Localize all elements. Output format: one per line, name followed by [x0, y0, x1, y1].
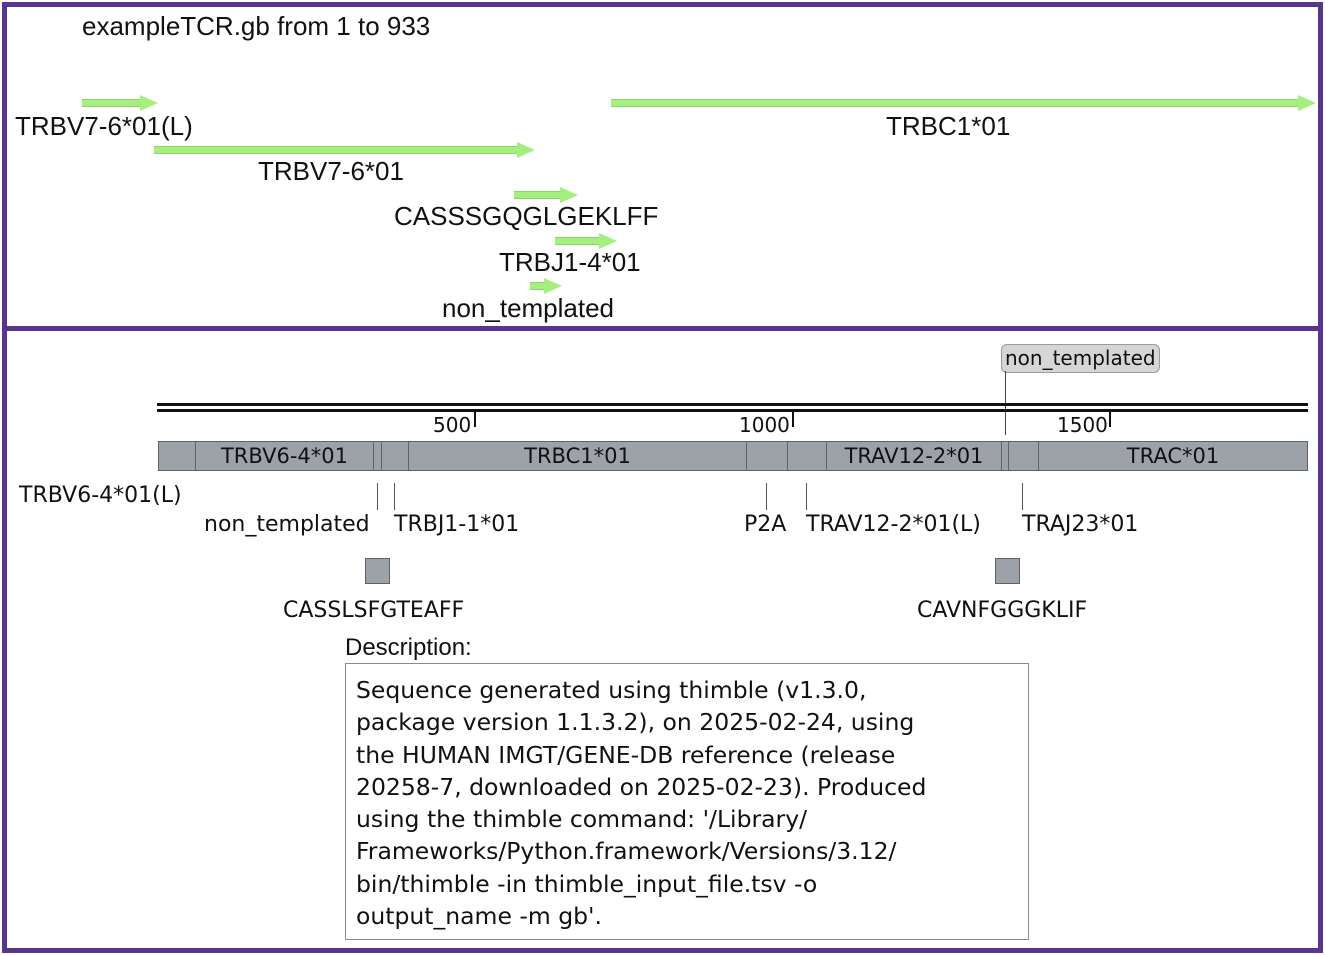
feature-label: TRBV7-6*01	[258, 156, 404, 186]
feature-label: non_templated	[442, 293, 615, 323]
feature-arrow-trbc1[interactable]	[611, 95, 1316, 111]
label-leader-line	[766, 483, 767, 510]
label-leader-line	[377, 483, 378, 510]
feature-segment-trbv6-4[interactable]: TRBV6-4*01	[195, 441, 374, 471]
label-leader-line	[394, 483, 395, 510]
feature-label: TRAJ23*01	[1022, 512, 1139, 537]
ruler-tick	[1109, 412, 1111, 427]
ruler-line-bottom	[157, 409, 1308, 412]
feature-arrow-trbj1-4[interactable]	[555, 233, 617, 249]
feature-arrow-cdr3[interactable]	[514, 187, 578, 203]
feature-arrow-non-templated[interactable]	[530, 278, 562, 294]
feature-label: TRBJ1-1*01	[394, 512, 520, 537]
ruler-tick-label: 1500	[1057, 413, 1108, 437]
feature-label: TRBJ1-4*01	[499, 247, 641, 277]
feature-label: P2A	[744, 512, 787, 537]
feature-label: non_templated	[204, 512, 370, 537]
feature-segment[interactable]	[381, 441, 409, 471]
cdr3-marker[interactable]	[365, 558, 390, 584]
feature-arrow-trbv7-6-leader[interactable]	[82, 95, 158, 111]
ruler-tick	[792, 412, 794, 427]
feature-segment-trbc1[interactable]: TRBC1*01	[408, 441, 747, 471]
hover-tooltip: non_templated	[1001, 344, 1160, 373]
cdr3-label: CASSLSFGTEAFF	[283, 598, 465, 623]
label-leader-line	[806, 483, 807, 510]
label-leader-line	[1022, 483, 1023, 510]
feature-arrow-trbv7-6[interactable]	[154, 142, 535, 158]
feature-label: TRBV6-4*01(L)	[19, 483, 182, 508]
cdr3-label: CAVNFGGGKLIF	[917, 598, 1088, 623]
ruler-tick-label: 500	[433, 413, 472, 437]
feature-overview-panel	[2, 2, 1323, 331]
sequence-map-panel	[2, 326, 1323, 953]
feature-label: CASSSGQGLGEKLFF	[394, 201, 659, 231]
feature-segment[interactable]	[158, 441, 196, 471]
feature-segment-trav12-2[interactable]: TRAV12-2*01	[826, 441, 1002, 471]
feature-label: TRBC1*01	[886, 111, 1011, 141]
description-text: Sequence generated using thimble (v1.3.0…	[345, 663, 1029, 940]
ruler-line-top	[157, 403, 1308, 406]
feature-segment[interactable]	[746, 441, 788, 471]
description-heading: Description:	[345, 634, 472, 661]
feature-segment[interactable]	[787, 441, 827, 471]
feature-segment[interactable]	[1008, 441, 1039, 471]
panel-title: exampleTCR.gb from 1 to 933	[82, 11, 431, 41]
ruler-tick-label: 1000	[739, 413, 790, 437]
feature-label: TRBV7-6*01(L)	[15, 111, 193, 141]
feature-segment-trac[interactable]: TRAC*01	[1038, 441, 1308, 471]
feature-label: TRAV12-2*01(L)	[806, 512, 981, 537]
ruler-tick	[474, 412, 476, 427]
cdr3-marker[interactable]	[995, 558, 1020, 584]
